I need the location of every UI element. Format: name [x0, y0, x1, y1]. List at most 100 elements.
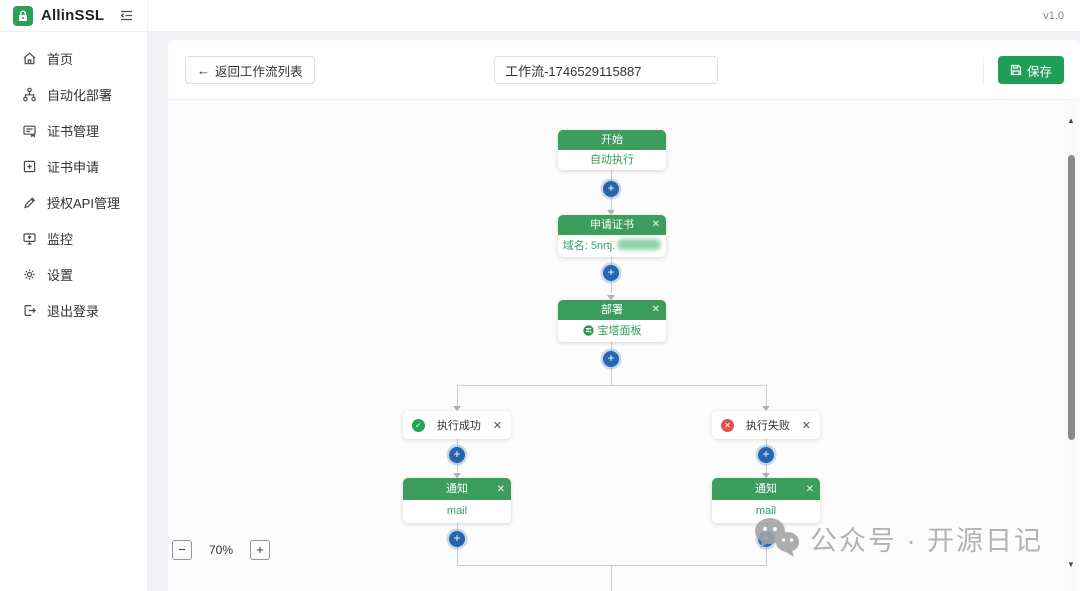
add-node-button[interactable]: +	[449, 531, 465, 547]
branch-join-line	[457, 565, 767, 566]
sidebar-item-label: 设置	[47, 267, 74, 283]
back-to-workflow-list-button[interactable]: ← 返回工作流列表	[185, 56, 315, 84]
node-title: 通知	[446, 483, 468, 495]
connector-line	[766, 385, 767, 406]
collapse-sidebar-icon[interactable]	[119, 8, 134, 23]
sidebar-item-cert-manage[interactable]: 证书管理	[0, 112, 147, 148]
add-square-icon	[22, 159, 37, 174]
add-node-button[interactable]: +	[603, 181, 619, 197]
node-start-body: 自动执行	[558, 150, 666, 170]
sidebar-item-api-manage[interactable]: 授权API管理	[0, 184, 147, 220]
scroll-down-icon[interactable]: ▼	[1067, 560, 1075, 569]
toolbar-divider	[982, 57, 984, 83]
zoom-level: 70%	[209, 543, 234, 557]
node-title: 通知	[755, 483, 777, 495]
close-icon[interactable]: ✕	[492, 419, 502, 432]
node-apply-cert[interactable]: 申请证书 ✕ 域名: 5nrtj.	[558, 215, 666, 257]
zoom-in-button[interactable]: +	[250, 540, 271, 560]
save-button-label: 保存	[1026, 64, 1052, 79]
domain-label: 域名: 5nrtj.	[562, 240, 616, 252]
save-button[interactable]: 保存	[997, 56, 1064, 84]
close-icon[interactable]: ✕	[651, 219, 660, 230]
connector-arrow	[762, 406, 770, 411]
node-apply-cert-body: 域名: 5nrtj.	[558, 235, 666, 257]
node-notify-success[interactable]: 通知 ✕ mail	[403, 478, 511, 523]
gear-icon	[22, 267, 37, 282]
sidebar: AllinSSL 首页 自动化部署 证书管理 证书申请 授权API管理 监控	[0, 0, 148, 591]
editor-toolbar: ← 返回工作流列表 保存	[168, 40, 1080, 100]
node-notify-body: mail	[403, 500, 511, 523]
baota-panel-icon	[582, 325, 594, 336]
node-start-header: 开始	[558, 130, 666, 150]
add-node-button[interactable]: +	[758, 531, 774, 547]
sidebar-item-settings[interactable]: 设置	[0, 256, 147, 292]
sidebar-item-label: 授权API管理	[47, 195, 120, 211]
add-node-button[interactable]: +	[449, 447, 465, 463]
back-button-label: 返回工作流列表	[215, 64, 303, 79]
watermark-text: 公众号 · 开源日记	[810, 525, 1043, 556]
sidebar-item-auto-deploy[interactable]: 自动化部署	[0, 76, 147, 112]
sidebar-item-label: 退出登录	[47, 303, 100, 319]
connector-arrow	[607, 295, 615, 300]
fail-cross-icon: ✕	[721, 418, 734, 432]
sidebar-item-home[interactable]: 首页	[0, 40, 147, 76]
branch-exec-success[interactable]: ✓ 执行成功 ✕	[403, 411, 511, 439]
sidebar-item-cert-apply[interactable]: 证书申请	[0, 148, 147, 184]
top-header-bar: v1.0	[148, 0, 1080, 32]
save-icon	[1010, 64, 1022, 76]
success-check-icon: ✓	[412, 418, 425, 432]
sidebar-item-label: 证书申请	[47, 159, 100, 175]
node-start[interactable]: 开始 自动执行	[558, 130, 666, 170]
sidebar-item-label: 监控	[47, 231, 74, 247]
node-notify-fail[interactable]: 通知 ✕ mail	[712, 478, 820, 523]
logout-icon	[22, 303, 37, 318]
sidebar-item-logout[interactable]: 退出登录	[0, 292, 147, 328]
workflow-canvas[interactable]: 开始 自动执行 + 申请证书 ✕ 域名: 5nrtj. + 部署 ✕ 宝塔面板 …	[168, 100, 1080, 591]
branch-label: 执行成功	[436, 420, 481, 432]
scrollbar-thumb[interactable]	[1067, 155, 1075, 440]
connector-line	[457, 385, 458, 406]
node-title: 部署	[601, 304, 623, 316]
pen-icon	[22, 195, 37, 210]
node-apply-cert-header: 申请证书 ✕	[558, 215, 666, 235]
node-notify-header: 通知 ✕	[403, 478, 511, 500]
branch-exec-fail[interactable]: ✕ 执行失败 ✕	[712, 411, 820, 439]
back-arrow-icon: ←	[197, 62, 210, 78]
connector-line	[611, 565, 612, 591]
add-node-button[interactable]: +	[758, 447, 774, 463]
toolbar-right-group: 保存	[982, 56, 1064, 84]
sidebar-item-monitor[interactable]: 监控	[0, 220, 147, 256]
node-title: 申请证书	[590, 219, 634, 231]
connector-arrow	[453, 473, 461, 478]
close-icon[interactable]: ✕	[651, 304, 660, 315]
app-title: AllinSSL	[41, 7, 105, 24]
zoom-out-button[interactable]: −	[172, 540, 192, 560]
sidebar-item-label: 自动化部署	[47, 87, 113, 103]
app-version: v1.0	[1043, 9, 1064, 22]
add-node-button[interactable]: +	[603, 351, 619, 367]
branch-split-line	[457, 385, 767, 386]
workflow-name-input[interactable]	[494, 56, 719, 84]
scroll-up-icon[interactable]: ▲	[1067, 116, 1075, 125]
node-deploy[interactable]: 部署 ✕ 宝塔面板	[558, 300, 666, 342]
deploy-provider-label: 宝塔面板	[597, 325, 642, 337]
close-icon[interactable]: ✕	[805, 484, 814, 495]
canvas-scrollbar[interactable]: ▲ ▼	[1064, 100, 1078, 591]
node-notify-header: 通知 ✕	[712, 478, 820, 500]
add-node-button[interactable]: +	[603, 265, 619, 281]
sidebar-item-label: 首页	[47, 51, 74, 67]
sidebar-header: AllinSSL	[0, 0, 147, 32]
sidebar-item-label: 证书管理	[47, 123, 100, 139]
deploy-tree-icon	[22, 87, 37, 102]
node-notify-body: mail	[712, 500, 820, 523]
allinssl-logo-icon	[13, 5, 33, 26]
connector-arrow	[453, 406, 461, 411]
connector-arrow	[762, 473, 770, 478]
close-icon[interactable]: ✕	[801, 419, 811, 432]
canvas-zoom-controls: − 70% +	[172, 540, 271, 560]
branch-label: 执行失败	[745, 420, 790, 432]
certificate-icon	[22, 123, 37, 138]
node-deploy-body: 宝塔面板	[558, 320, 666, 342]
monitor-icon	[22, 231, 37, 246]
close-icon[interactable]: ✕	[496, 484, 505, 495]
